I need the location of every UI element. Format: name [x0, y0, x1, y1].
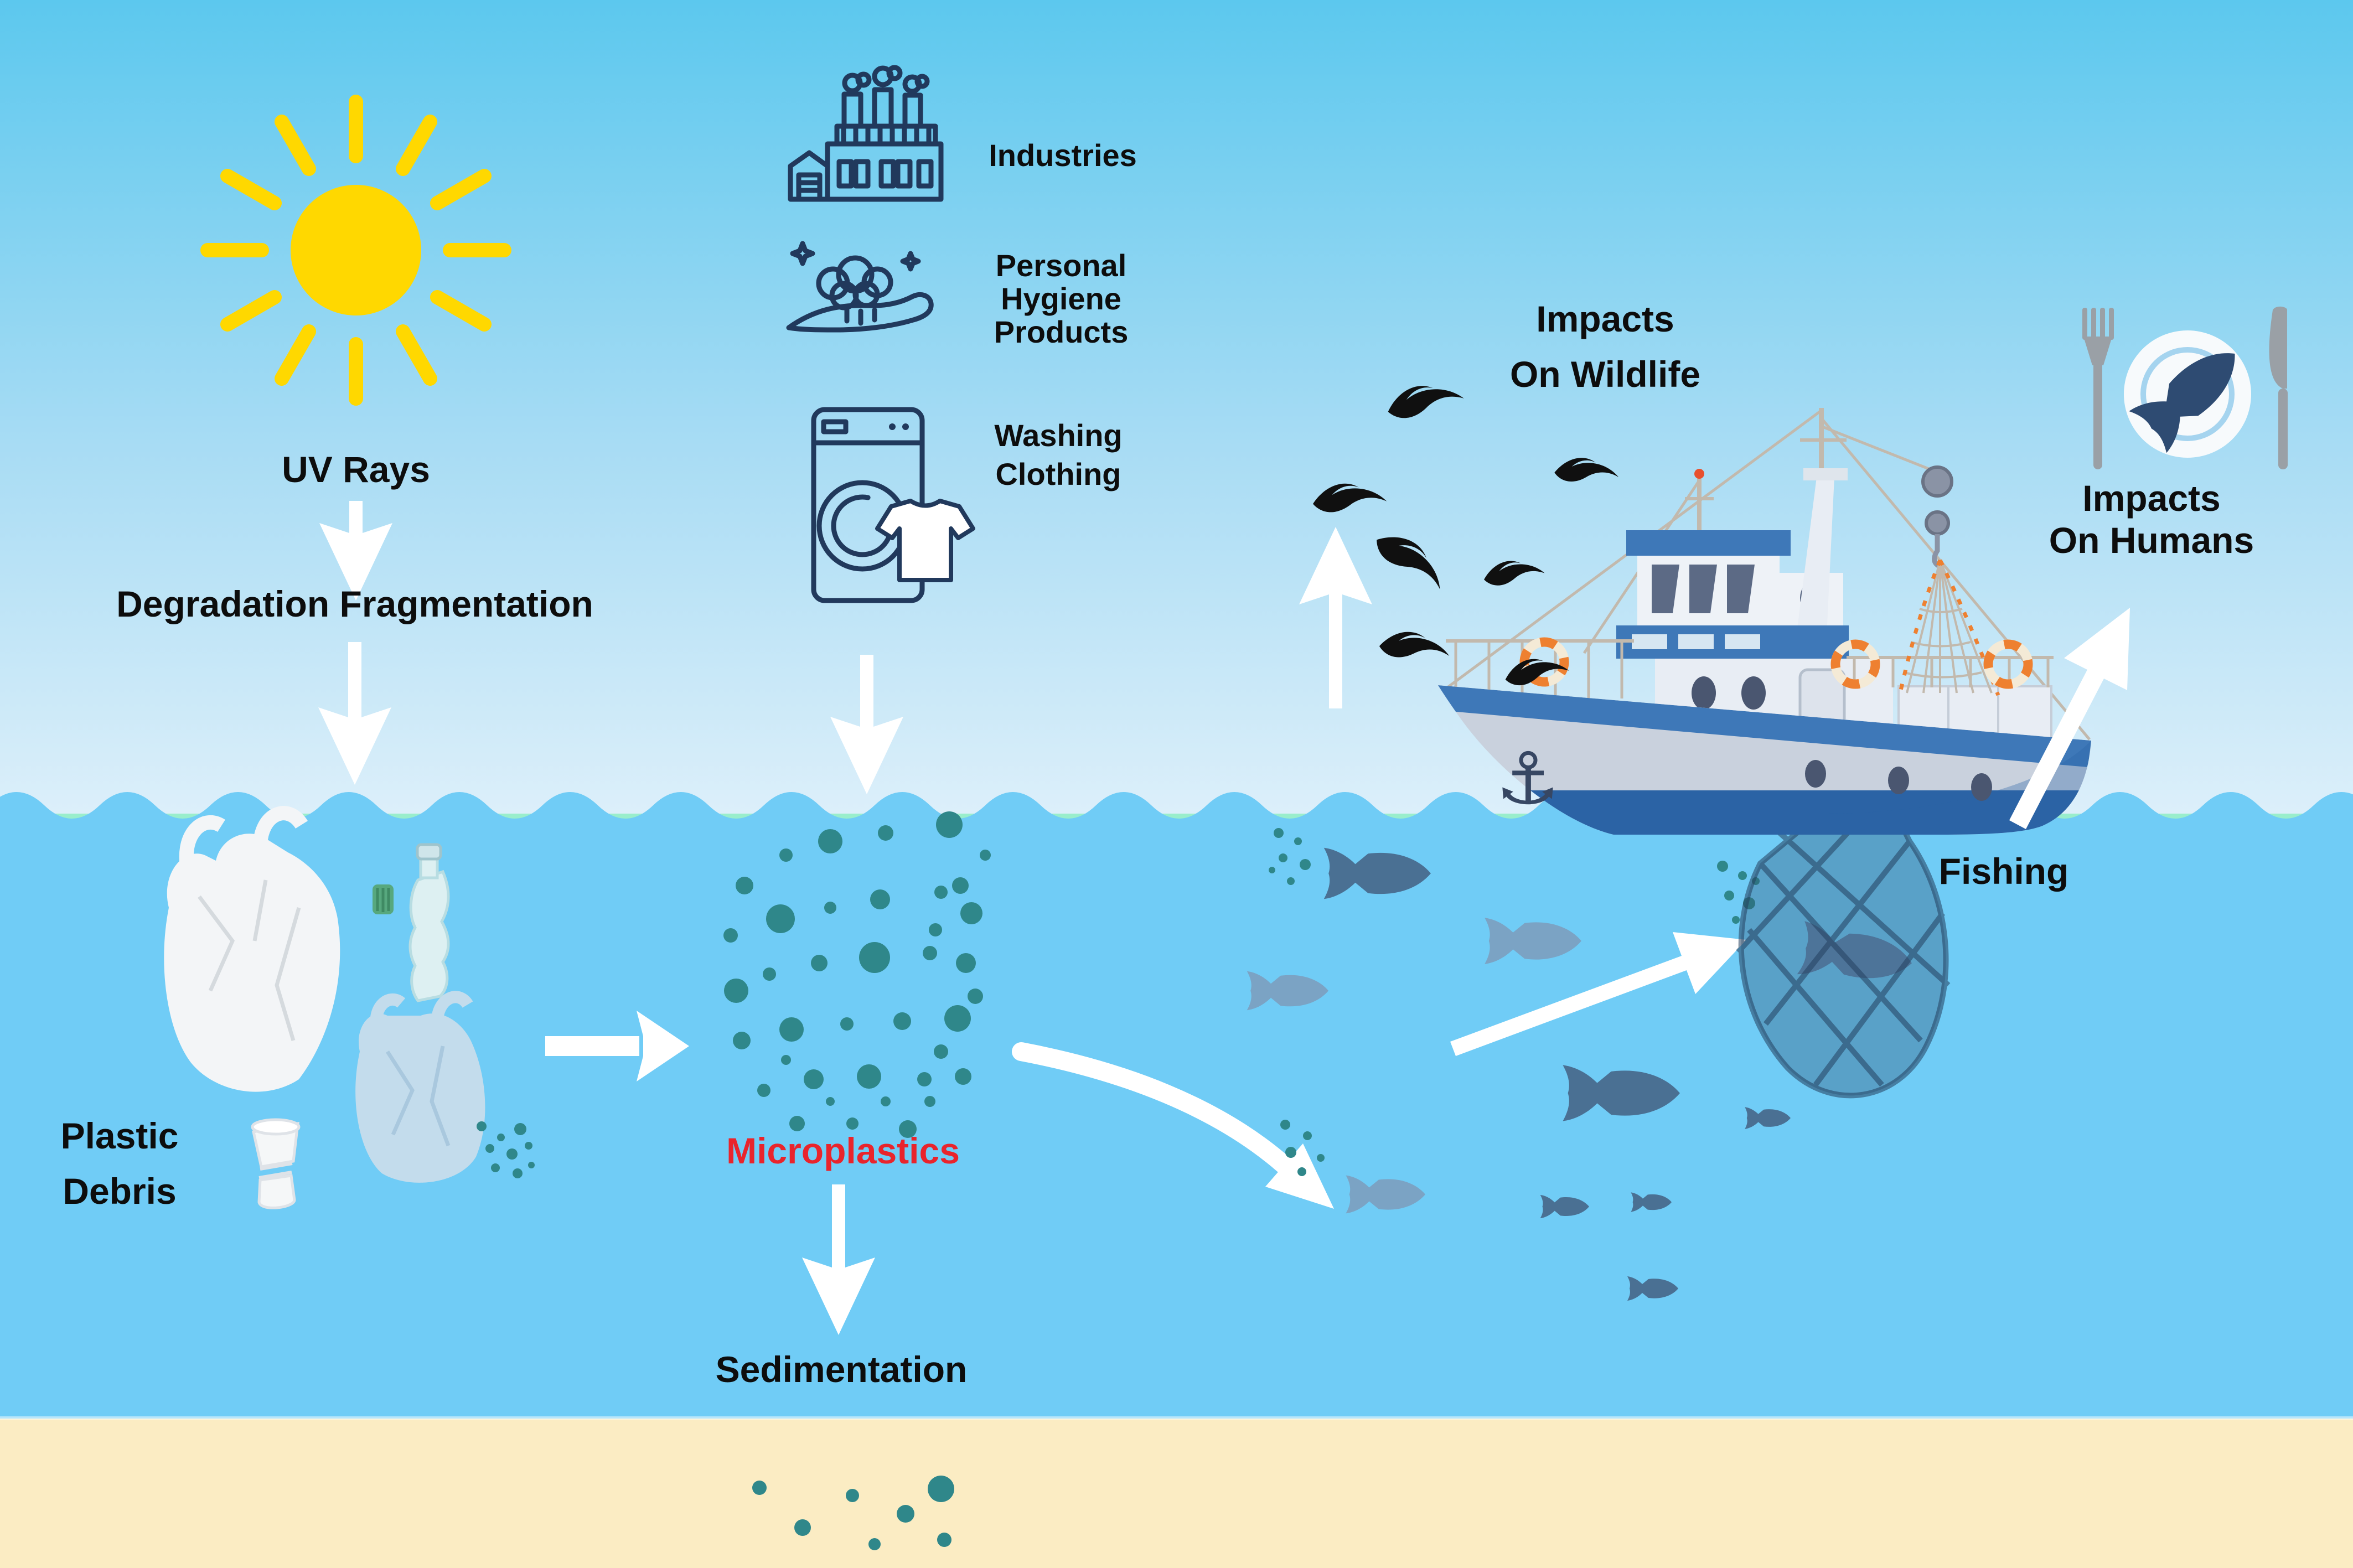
humans-label: Impacts On Humans	[2049, 478, 2254, 561]
arrow-ocean-to-wildlife	[1299, 527, 1372, 708]
deck-net	[1897, 559, 2000, 696]
arrow-fish-to-net	[1450, 932, 1746, 1056]
wildlife-label: Impacts On Wildlife	[1509, 298, 1701, 395]
factory-icon	[788, 65, 944, 202]
arrow-debris-to-microplastics	[545, 1011, 689, 1081]
arrow-sources-to-ocean	[830, 655, 903, 794]
microplastic-dots	[723, 811, 991, 1138]
arrow-fishing-to-humans	[2009, 608, 2130, 829]
arrow-microplastics-to-fish	[1012, 1042, 1334, 1209]
underwater-fishing-net	[1736, 806, 1951, 1099]
sky-background	[0, 0, 2353, 814]
hygiene-label: Personal Hygiene Products	[994, 248, 1129, 349]
uv-rays-label: UV Rays	[282, 449, 430, 490]
plastic-debris-label: Plastic Debris	[60, 1115, 179, 1212]
debris-microdots	[477, 1121, 535, 1178]
sun-icon	[200, 95, 511, 406]
washing-label: Washing Clothing	[994, 418, 1123, 491]
fish-school-icon	[1247, 828, 1791, 1301]
knife-icon	[2269, 306, 2288, 469]
degradation-label: Degradation Fragmentation	[116, 583, 593, 625]
washing-machine-icon	[811, 407, 975, 603]
fork-icon	[2082, 308, 2114, 469]
sedimentation-label: Sedimentation	[715, 1349, 968, 1390]
fish-dinner-plate-icon	[2082, 306, 2288, 469]
ingested-microdots	[1269, 828, 1325, 1176]
plastic-debris-icon	[164, 806, 535, 1209]
arrow-microplastics-to-sedimentation	[802, 1184, 875, 1335]
arrow-degradation-to-ocean	[318, 642, 391, 785]
arrow-uv-to-degradation	[319, 501, 392, 601]
microplastics-label: Microplastics	[726, 1130, 960, 1172]
sediment-microplastic-dots	[752, 1476, 954, 1550]
industries-label: Industries	[989, 137, 1137, 173]
mast-light	[1694, 469, 1704, 479]
hand-soap-icon	[786, 241, 934, 333]
anchor-icon: ⚓	[1496, 737, 1560, 821]
fishing-label: Fishing	[1938, 851, 2069, 892]
seabed-sand	[0, 1416, 2353, 1568]
